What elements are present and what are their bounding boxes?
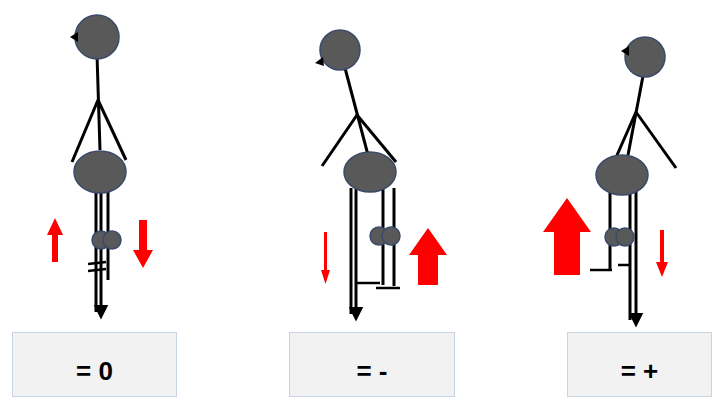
standing-figure: [70, 15, 126, 312]
result-sign: = 0: [76, 356, 113, 387]
backward-lean-figure: [590, 37, 676, 320]
nose-triangle: [621, 46, 629, 56]
head-circle: [75, 15, 119, 59]
nose-triangle: [70, 32, 78, 42]
foot-line: [356, 282, 380, 285]
result-sign: = -: [356, 356, 387, 387]
nose-triangle: [315, 57, 324, 66]
force-line: [355, 188, 358, 314]
leg-line: [629, 190, 632, 320]
foot-tick: [88, 262, 106, 264]
result-sign: = +: [621, 356, 659, 387]
knee-circle: [103, 231, 121, 249]
result-box: = -: [289, 332, 455, 397]
foot-line: [590, 269, 612, 272]
force-arrow-up: [47, 218, 63, 262]
knee-circle: [382, 227, 400, 245]
foot-line: [376, 287, 400, 290]
force-arrow-down: [321, 232, 330, 284]
result-box: = +: [567, 332, 712, 397]
foot-tick: [88, 269, 106, 271]
head-circle: [625, 37, 665, 77]
hip-ellipse: [74, 151, 126, 193]
result-box: = 0: [12, 332, 177, 397]
hip-ellipse: [596, 155, 648, 195]
forward-lean-figure: [315, 30, 400, 314]
force-arrow-down: [656, 230, 668, 277]
hip-ellipse: [344, 152, 396, 192]
arm-line: [636, 112, 676, 168]
foot-line: [618, 264, 630, 267]
force-arrow-up: [543, 198, 591, 275]
force-line: [635, 190, 638, 320]
torso-line: [345, 68, 368, 155]
knee-circle: [616, 228, 634, 246]
force-arrow-down: [133, 220, 153, 268]
force-arrow-up: [409, 228, 447, 285]
leg-line: [350, 188, 353, 314]
head-circle: [320, 30, 360, 70]
